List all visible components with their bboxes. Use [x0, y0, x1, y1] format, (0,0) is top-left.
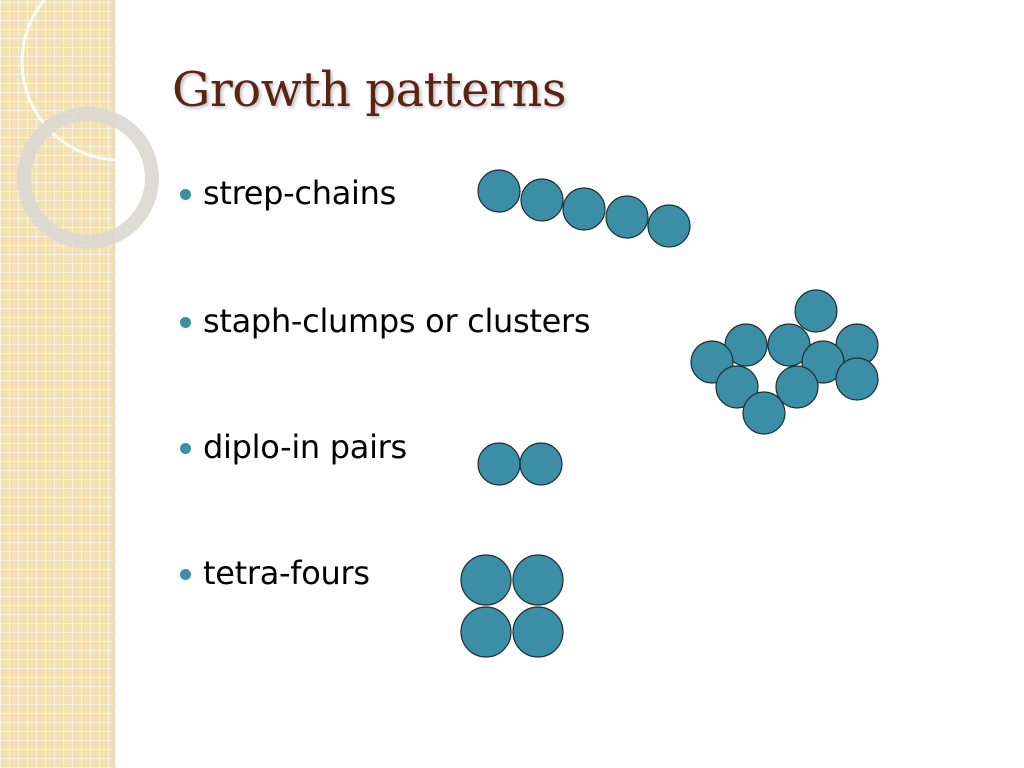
cell-circle — [647, 204, 691, 248]
bullet-item-strep: strep-chains — [180, 174, 396, 212]
bullet-label: staph-clumps or clusters — [203, 302, 591, 340]
bullet-dot-icon — [180, 442, 191, 454]
decorative-rings — [17, 0, 220, 249]
cluster-diagram — [690, 289, 879, 435]
cell-circle — [742, 391, 786, 435]
cell-circle — [794, 289, 838, 333]
slide-title: Growth patterns — [172, 62, 567, 118]
cell-circle — [724, 323, 768, 367]
deco-ring-small — [17, 107, 159, 249]
cell-circle — [690, 340, 734, 384]
cell-circle — [562, 187, 606, 231]
cell-circle — [835, 323, 879, 367]
deco-ring-large — [20, 0, 220, 162]
side-panel-edge — [113, 0, 116, 768]
cell-circle — [775, 365, 819, 409]
cell-circle — [835, 357, 879, 401]
bullet-item-staph: staph-clumps or clusters — [180, 302, 591, 340]
bullet-label: diplo-in pairs — [203, 428, 407, 466]
bullet-dot-icon — [180, 188, 191, 200]
cell-circle — [520, 178, 564, 222]
cell-circle — [767, 323, 811, 367]
cell-circle — [715, 365, 759, 409]
cell-circle — [801, 340, 845, 384]
bullet-label: tetra-fours — [203, 554, 370, 592]
bullet-dot-icon — [180, 568, 191, 580]
bullet-item-diplo: diplo-in pairs — [180, 428, 407, 466]
pair-diagram — [477, 442, 563, 486]
cell-circle — [605, 195, 649, 239]
bullet-label: strep-chains — [203, 174, 396, 212]
cell-circle — [512, 554, 564, 606]
chain-diagram — [477, 169, 691, 248]
bullet-dot-icon — [180, 316, 191, 328]
bullet-item-tetra: tetra-fours — [180, 554, 370, 592]
cell-circle — [477, 169, 521, 213]
bullet-list: strep-chains staph-clumps or clusters di… — [180, 0, 591, 768]
cell-circle — [477, 442, 521, 486]
cell-circle — [512, 606, 564, 658]
cell-circle — [519, 442, 563, 486]
